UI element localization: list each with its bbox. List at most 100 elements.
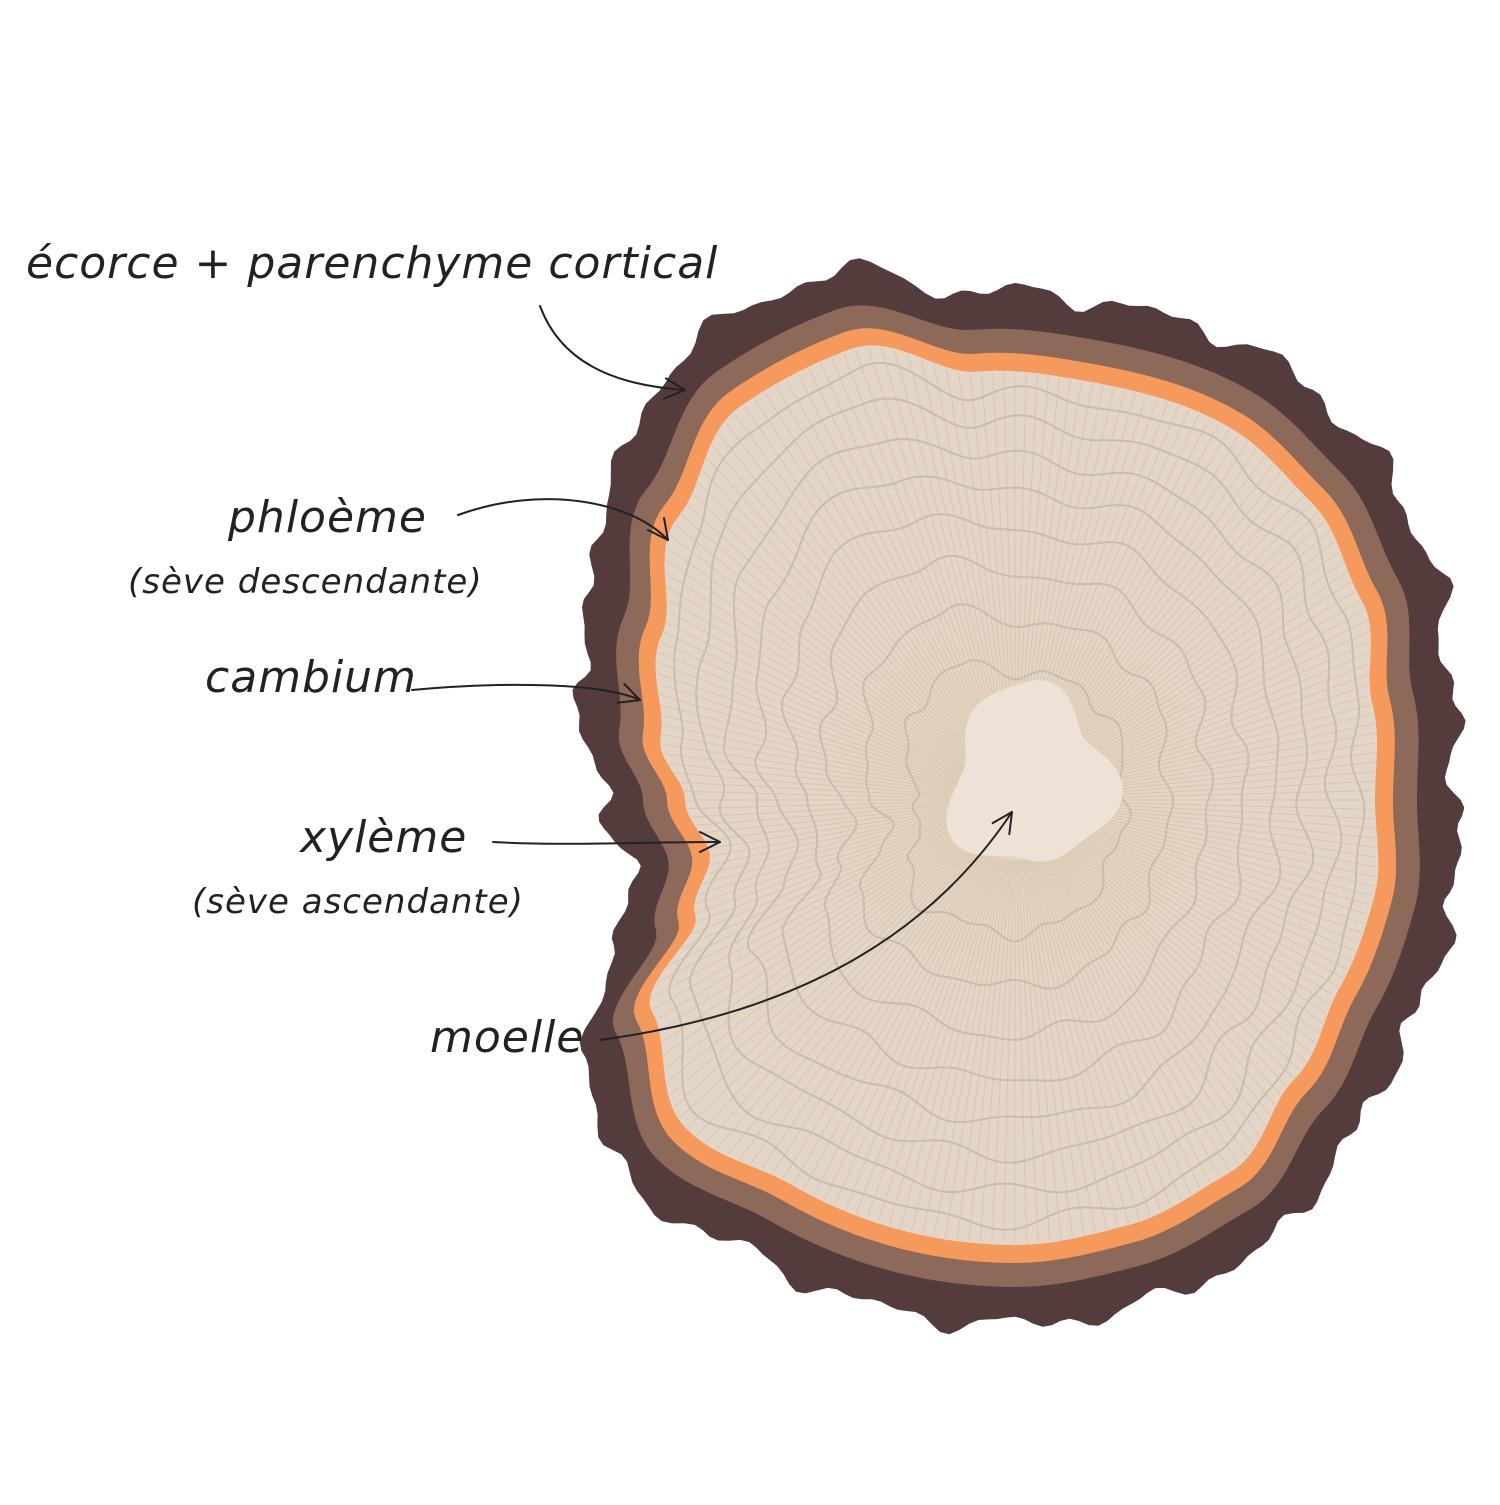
medullary-ray [664, 632, 962, 775]
medullary-ray [1061, 540, 1335, 763]
medullary-ray [888, 857, 999, 1225]
medullary-ray [823, 853, 990, 1201]
medullary-ray [696, 818, 959, 905]
medullary-ray [1044, 851, 1230, 1171]
medullary-ray [1074, 771, 1375, 796]
medullary-ray [1051, 847, 1266, 1127]
medullary-ray [711, 445, 977, 755]
medullary-ray [911, 858, 1002, 1231]
medullary-ray [685, 790, 956, 799]
arrow-xyleme-head [699, 831, 721, 853]
medullary-ray [992, 372, 1013, 741]
medullary-ray [1063, 834, 1323, 1024]
medullary-ray [1074, 752, 1375, 793]
medullary-ray [920, 359, 1003, 742]
medullary-ray [979, 859, 1011, 1242]
medullary-ray [1043, 852, 1220, 1177]
medullary-ray [761, 849, 982, 1169]
arrow-ecorce [539, 305, 686, 391]
medullary-ray [1071, 674, 1368, 781]
medullary-ray [1074, 805, 1376, 839]
medullary-ray [660, 832, 965, 1031]
arrow-cambium [411, 683, 641, 701]
medullary-ray [1037, 405, 1179, 745]
medullary-ray [1074, 808, 1377, 858]
medullary-ray [667, 622, 962, 774]
label-cambium: cambium [205, 652, 417, 703]
medullary-ray [831, 358, 993, 745]
medullary-ray [1033, 856, 1151, 1216]
medullary-ray [1074, 802, 1374, 820]
medullary-ray [691, 822, 960, 935]
medullary-ray [834, 854, 992, 1205]
medullary-ray [666, 837, 969, 1082]
medullary-ray [969, 373, 1010, 741]
medullary-ray [1016, 859, 1028, 1243]
medullary-ray [667, 546, 967, 766]
medullary-ray [717, 433, 978, 754]
medullary-ray [698, 816, 958, 895]
medullary-ray [738, 847, 979, 1160]
medullary-ray [786, 379, 987, 748]
medullary-ray [1062, 551, 1340, 764]
medullary-ray [696, 843, 975, 1136]
medullary-ray [716, 845, 977, 1150]
medullary-ray [1070, 663, 1369, 779]
medullary-ray [1045, 435, 1239, 750]
medullary-ray [1068, 826, 1348, 970]
medullary-ray [1038, 854, 1191, 1195]
medullary-ray [679, 840, 972, 1119]
medullary-ray [697, 482, 973, 758]
medullary-ray [958, 372, 1008, 741]
medullary-ray [1066, 600, 1360, 771]
pith [946, 680, 1123, 862]
medullary-ray [681, 515, 970, 762]
medullary-ray [652, 829, 964, 1010]
medullary-ray [991, 859, 1013, 1243]
medullary-ray [907, 354, 1002, 742]
medullary-ray [1017, 859, 1039, 1242]
label-phloeme: phloème [228, 492, 427, 543]
medullary-ray [691, 802, 956, 818]
medullary-ray [706, 457, 976, 756]
medullary-ray [1068, 630, 1369, 775]
growth-ring [667, 361, 1366, 1231]
medullary-ray [669, 838, 970, 1096]
medullary-ray [702, 470, 975, 757]
medullary-ray [1022, 380, 1071, 741]
medullary-ray [1074, 742, 1376, 792]
medullary-ray [1049, 456, 1265, 752]
medullary-ray [866, 856, 996, 1218]
medullary-ray [1044, 429, 1230, 749]
medullary-ray [980, 373, 1011, 741]
arrow-phloeme-head [647, 517, 669, 541]
medullary-ray [1023, 859, 1085, 1235]
medullary-ray [707, 813, 957, 875]
medullary-ray [1074, 804, 1375, 829]
medullary-ray [933, 364, 1005, 742]
growth-rings [667, 361, 1366, 1231]
medullary-ray [743, 405, 982, 751]
medullary-ray [1019, 859, 1051, 1241]
medullary-ray [657, 826, 962, 983]
medullary-ray [1063, 561, 1343, 766]
medullary-ray [1036, 855, 1172, 1206]
label-phloeme-sub: (sève descendante) [128, 562, 483, 602]
arrow-cambium-head [616, 683, 641, 704]
medullary-ray [1002, 859, 1014, 1243]
medullary-ray [1045, 850, 1239, 1165]
medullary-ray [666, 559, 966, 767]
medullary-ray [1059, 521, 1325, 761]
medullary-ray [693, 494, 972, 760]
medullary-ray [1070, 652, 1369, 778]
medullary-ray [1073, 813, 1375, 887]
medullary-ray [1066, 829, 1339, 987]
medullary-ray [665, 836, 968, 1069]
medullary-ray [681, 782, 956, 798]
medullary-ray [1034, 856, 1161, 1212]
medullary-ray [867, 347, 997, 744]
label-xyleme-sub: (sève ascendante) [192, 882, 524, 922]
medullary-ray [750, 848, 981, 1165]
medullary-ray [933, 858, 1005, 1236]
